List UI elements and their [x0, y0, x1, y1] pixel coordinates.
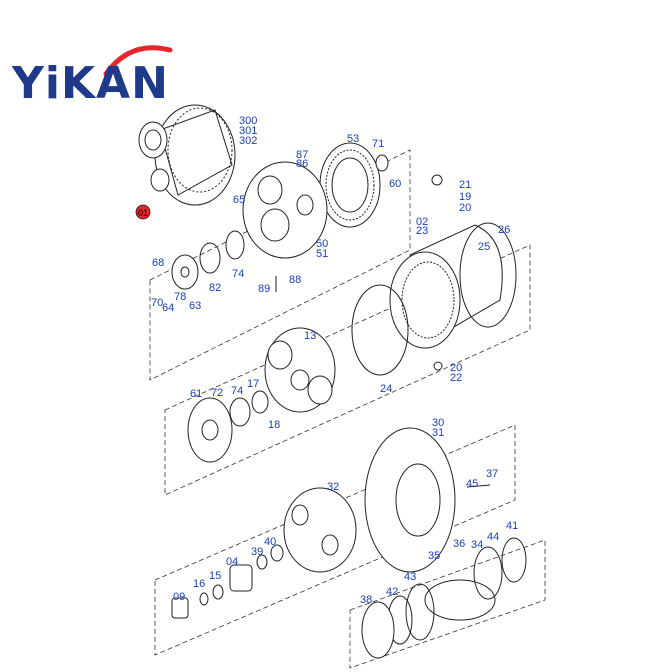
part-carrier-50 [242, 161, 328, 259]
callout-82: 82 [209, 282, 221, 294]
callout-16: 16 [193, 578, 205, 590]
callout-70: 70 [151, 297, 163, 309]
callout-15: 15 [209, 570, 221, 582]
callout-30: 30 [432, 417, 444, 429]
callout-44: 44 [487, 531, 499, 543]
callout-31: 31 [432, 427, 444, 439]
callout-302: 302 [239, 135, 257, 147]
callout-74a: 74 [232, 268, 244, 280]
group-outline-lower [154, 424, 516, 656]
callout-63: 63 [189, 300, 201, 312]
part-bolt-37 [466, 484, 491, 488]
group-outline-bottom [349, 539, 546, 669]
callout-19: 19 [459, 191, 471, 203]
part-ring-40 [270, 544, 284, 562]
part-ring-82 [199, 242, 221, 274]
part-oring-26 [459, 222, 517, 328]
callout-21: 21 [459, 179, 471, 191]
callout-23: 23 [416, 225, 428, 237]
part-seal-35 [424, 579, 496, 621]
callout-35: 35 [428, 550, 440, 562]
highlight-label: 01 [138, 208, 148, 218]
callout-34: 34 [471, 539, 483, 551]
callout-50: 50 [316, 238, 328, 250]
callout-86: 86 [296, 158, 308, 170]
callout-13: 13 [304, 330, 316, 342]
callout-65: 65 [233, 194, 245, 206]
part-housing [138, 104, 236, 206]
brand-arc-icon [103, 45, 173, 77]
part-flange-63 [171, 254, 199, 290]
part-plug-20 [433, 361, 443, 371]
callout-88: 88 [289, 274, 301, 286]
callout-39: 39 [251, 546, 263, 558]
part-ring-15 [212, 584, 224, 600]
callout-18: 18 [268, 419, 280, 431]
callout-78: 78 [174, 291, 186, 303]
callout-37: 37 [486, 468, 498, 480]
part-ring-gear-53 [319, 142, 381, 228]
callout-60: 60 [389, 178, 401, 190]
part-shaft-09 [171, 597, 189, 619]
part-bearing-74 [225, 230, 245, 260]
callout-36: 36 [453, 538, 465, 550]
callout-04: 04 [226, 556, 238, 568]
callout-68: 68 [152, 257, 164, 269]
highlight-marker: 01 [135, 204, 151, 220]
part-bearing-74b [229, 397, 251, 427]
part-planet-carrier-32 [283, 487, 357, 573]
part-cover-60 [375, 154, 389, 172]
callout-71: 71 [372, 138, 384, 150]
callout-32: 32 [327, 481, 339, 493]
callout-45: 45 [466, 478, 478, 490]
callout-17: 17 [247, 378, 259, 390]
callout-53: 53 [347, 133, 359, 145]
callout-41: 41 [506, 520, 518, 532]
callout-300: 300 [239, 115, 257, 127]
callout-20b: 20 [450, 362, 462, 374]
callout-51: 51 [316, 248, 328, 260]
brand-logo: YiKAN [12, 40, 182, 110]
part-ring-17 [251, 390, 269, 414]
part-flange-61 [187, 397, 233, 463]
part-bearing-38 [361, 601, 395, 659]
callout-09: 09 [173, 591, 185, 603]
part-seal-24 [351, 284, 409, 376]
callout-42: 42 [386, 586, 398, 598]
part-ring-41 [501, 537, 527, 583]
callout-301: 301 [239, 125, 257, 137]
callout-24: 24 [380, 383, 392, 395]
part-planet-carrier-13 [264, 327, 336, 413]
callout-26: 26 [498, 224, 510, 236]
callout-61: 61 [190, 388, 202, 400]
part-gear-04 [229, 564, 253, 592]
part-ring-43 [405, 583, 435, 641]
part-disc-30 [364, 427, 456, 573]
callout-64: 64 [162, 302, 174, 314]
part-ring-34 [473, 546, 503, 600]
callout-74b: 74 [231, 385, 243, 397]
part-ring-39 [256, 554, 268, 570]
callout-22: 22 [450, 372, 462, 384]
callout-38: 38 [360, 594, 372, 606]
part-eyebolt-21 [431, 174, 443, 186]
callout-43: 43 [404, 571, 416, 583]
callout-02: 02 [416, 216, 428, 228]
callout-20a: 20 [459, 202, 471, 214]
callout-87: 87 [296, 149, 308, 161]
callout-72: 72 [211, 387, 223, 399]
callout-40: 40 [264, 536, 276, 548]
callout-89: 89 [258, 283, 270, 295]
part-ring-16 [199, 592, 209, 606]
brand-name: YiKAN [12, 58, 169, 109]
callout-25: 25 [478, 241, 490, 253]
